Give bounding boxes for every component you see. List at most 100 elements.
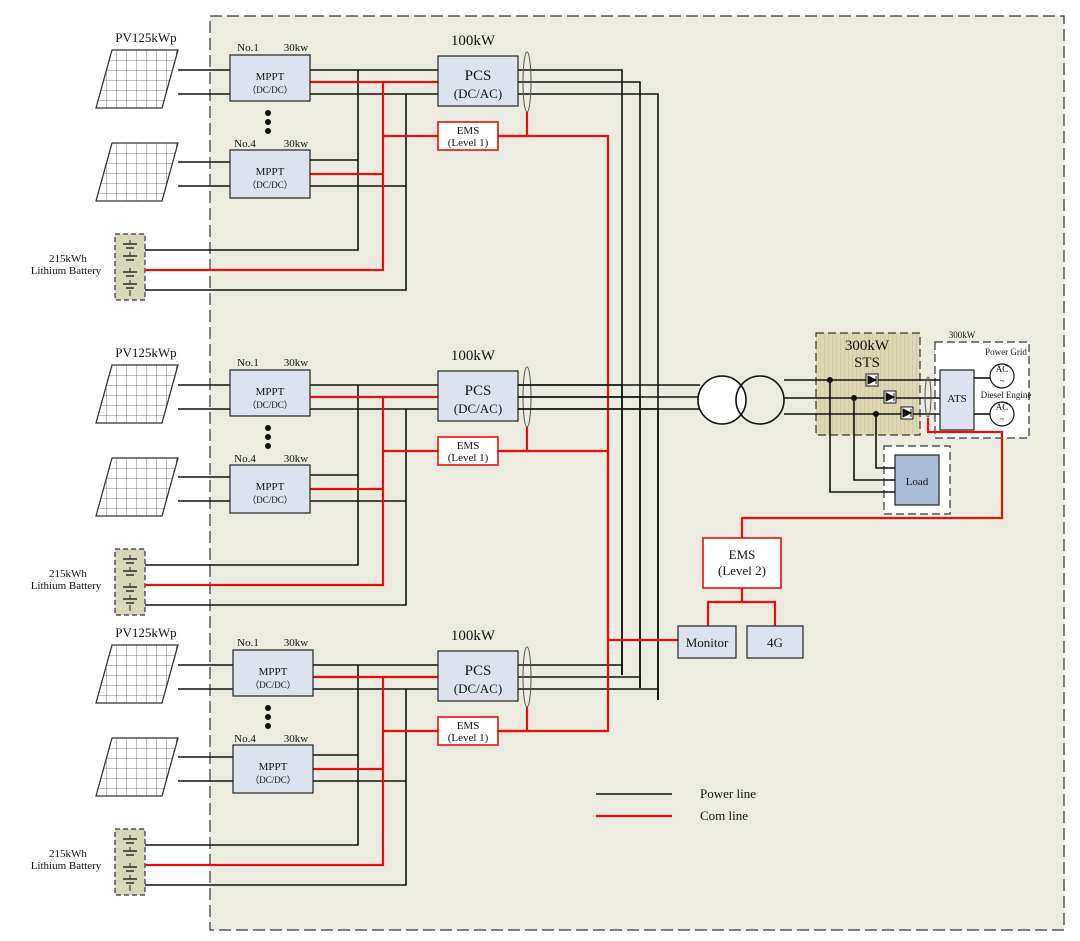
- power-grid-ac-label: AC: [996, 364, 1009, 374]
- thyristor-icon: [900, 406, 914, 420]
- load-box: [894, 454, 940, 506]
- continuation-dot: [265, 723, 271, 729]
- pv-panel: [95, 737, 179, 797]
- ems1-box: [437, 436, 499, 466]
- mppt-no1-block: MPPT（DC/DC）: [229, 369, 311, 417]
- battery-icon: [114, 548, 146, 616]
- mppt-sub-label: （DC/DC）: [250, 775, 296, 785]
- sts-kw-label: 300kW: [845, 338, 890, 354]
- thyristor-symbol: [902, 408, 913, 418]
- ats-kw-label: 300kW: [949, 330, 976, 340]
- pv-panel-frame: [95, 457, 179, 517]
- transformer-winding-secondary: [735, 375, 785, 425]
- continuation-dot: [265, 705, 271, 711]
- continuation-dot: [265, 425, 271, 431]
- mppt-box: [229, 464, 311, 514]
- com-line: [145, 82, 385, 272]
- load-label: Load: [906, 476, 929, 488]
- mppt-box: [229, 369, 311, 417]
- cable-bundle-ellipse: [924, 376, 932, 418]
- battery-kwh-label: 215kWh: [49, 568, 87, 580]
- monitor-box: [677, 625, 737, 659]
- ems1-label: EMS: [457, 125, 480, 137]
- mppt-label: MPPT: [259, 666, 288, 678]
- mppt-no4-kw: 30kw: [284, 138, 309, 150]
- battery-type-label: Lithium Battery: [31, 580, 102, 592]
- sts-label: STS: [854, 355, 880, 371]
- transformer-winding-primary: [697, 375, 747, 425]
- pv-panel-frame: [95, 364, 179, 424]
- battery-box: [114, 828, 146, 896]
- pv-panel-cells: [95, 737, 179, 797]
- ems1-box: [437, 716, 499, 746]
- mppt-box: [232, 744, 314, 794]
- pv-panel-frame: [95, 644, 179, 704]
- continuation-dot: [265, 128, 271, 134]
- com-line: [740, 418, 1004, 538]
- mppt-no4-block: MPPT（DC/DC）: [232, 744, 314, 794]
- mppt-no1-label: No.1: [237, 42, 259, 54]
- pv-panel: [95, 457, 179, 517]
- diesel-engine-ac-label: AC: [996, 402, 1009, 412]
- mppt-no4-label: No.4: [234, 453, 256, 465]
- pv-panel-cells: [95, 364, 179, 424]
- pv-panel: [95, 644, 179, 704]
- pcs-block: PCS(DC/AC): [437, 370, 519, 422]
- legend-power-label: Power line: [700, 786, 756, 801]
- mppt-label: MPPT: [256, 71, 285, 83]
- ems-level1-block: EMS(Level 1): [437, 121, 499, 151]
- power-line: [145, 688, 407, 886]
- mppt-box: [229, 54, 311, 102]
- pv-label: PV125kWp: [115, 625, 176, 640]
- pcs-kw-label: 100kW: [451, 628, 496, 644]
- mppt-no1-block: MPPT（DC/DC）: [232, 649, 314, 697]
- battery-type-label: Lithium Battery: [31, 860, 102, 872]
- mppt-no4-kw: 30kw: [284, 453, 309, 465]
- power-line: [518, 688, 659, 700]
- mppt-no4-label: No.4: [234, 138, 256, 150]
- thyristor-symbol: [885, 392, 896, 402]
- pv-panel-cells: [95, 49, 179, 109]
- g4-label: 4G: [767, 635, 783, 650]
- diesel-engine-source: [989, 401, 1015, 427]
- ems1-level-label: (Level 1): [448, 137, 489, 149]
- power-line: [875, 414, 895, 469]
- pv-panel: [95, 364, 179, 424]
- battery-icon: [114, 828, 146, 896]
- g4-box: [746, 625, 804, 659]
- power-line: [145, 159, 359, 251]
- ats-label: ATS: [947, 393, 967, 405]
- continuation-dot: [265, 714, 271, 720]
- mppt-no4-kw: 30kw: [284, 733, 309, 745]
- ems-level1-block: EMS(Level 1): [437, 436, 499, 466]
- power-line: [829, 380, 895, 493]
- pcs-kw-label: 100kW: [451, 33, 496, 49]
- battery-type-label: Lithium Battery: [31, 265, 102, 277]
- mppt-label: MPPT: [256, 481, 285, 493]
- continuation-dot: [265, 434, 271, 440]
- mppt-label: MPPT: [256, 386, 285, 398]
- pcs-kw-label: 100kW: [451, 348, 496, 364]
- mppt-sub-label: （DC/DC）: [247, 180, 293, 190]
- ems2-level-label: (Level 2): [718, 563, 766, 578]
- pcs-sub-label: (DC/AC): [454, 86, 502, 101]
- pv-panel-cells: [95, 644, 179, 704]
- com-line: [145, 397, 385, 587]
- com-line: [706, 588, 744, 628]
- mppt-no1-block: MPPT（DC/DC）: [229, 54, 311, 102]
- pcs-block: PCS (DC/AC): [437, 55, 519, 107]
- mppt-box: [229, 149, 311, 199]
- battery-box: [114, 548, 146, 616]
- pcs-label: PCS: [465, 68, 492, 84]
- monitor-label: Monitor: [686, 635, 729, 650]
- continuation-dot: [265, 443, 271, 449]
- thyristor-icon: [883, 390, 897, 404]
- pv-label: PV125kWp: [115, 30, 176, 45]
- com-line: [742, 600, 777, 628]
- battery-kwh-label: 215kWh: [49, 848, 87, 860]
- com-line: [498, 640, 610, 733]
- mppt-no1-label: No.1: [237, 637, 259, 649]
- ems1-level-label: (Level 1): [448, 452, 489, 464]
